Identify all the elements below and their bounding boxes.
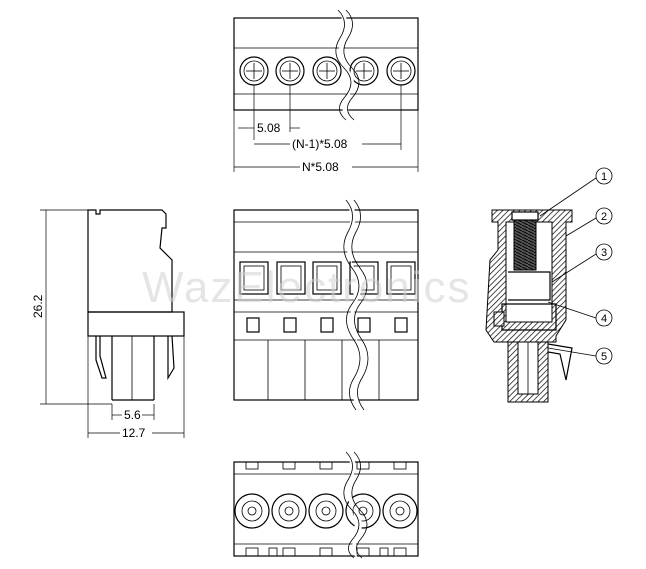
span-n-minus-1-label: (N-1)*5.08 <box>292 137 348 151</box>
top-dimensions <box>233 85 419 172</box>
latch-windows <box>246 317 408 333</box>
height-dim-label: 26.2 <box>31 294 45 318</box>
svg-text:2: 2 <box>601 211 607 223</box>
callout-5: 5 <box>595 347 613 365</box>
bottom-tabs <box>245 547 407 557</box>
svg-text:4: 4 <box>601 313 607 325</box>
front-view <box>233 199 419 411</box>
span-n-label: N*5.08 <box>302 160 339 174</box>
section-view <box>485 209 573 403</box>
svg-text:5: 5 <box>601 351 607 363</box>
callout-3: 3 <box>595 243 613 261</box>
inner-width-dim-label: 5.6 <box>124 408 141 422</box>
side-dimensions <box>40 209 185 438</box>
top-view <box>233 9 419 121</box>
top-tabs <box>245 461 407 470</box>
screw-heads <box>239 56 416 86</box>
wire-openings <box>239 261 416 295</box>
watermark: WazElectronics <box>142 263 472 312</box>
callout-2: 2 <box>595 207 613 225</box>
bottom-view <box>233 451 419 559</box>
svg-text:1: 1 <box>601 171 607 183</box>
svg-text:3: 3 <box>601 247 607 259</box>
side-view <box>87 209 185 401</box>
callout-1: 1 <box>595 167 613 185</box>
callout-leaders <box>539 177 597 357</box>
pitch-dim-label: 5.08 <box>257 121 281 135</box>
callout-4: 4 <box>595 309 613 327</box>
pin-sockets <box>234 493 418 529</box>
depth-dim-label: 12.7 <box>122 426 146 440</box>
